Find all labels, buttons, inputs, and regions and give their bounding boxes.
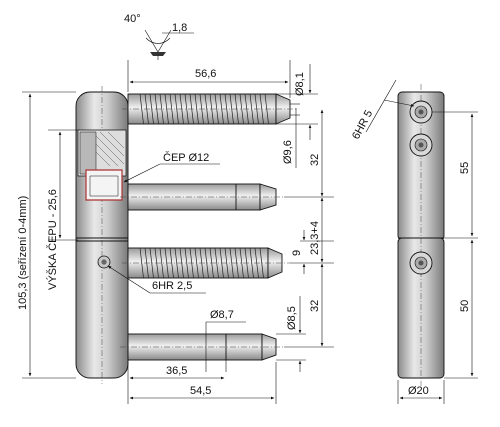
hinge-front-view <box>397 84 445 386</box>
dim-55-label: 55 <box>459 162 471 174</box>
hex-label-left: 6HR 2,5 <box>152 280 192 292</box>
thread-line <box>239 247 244 279</box>
thread-line <box>184 247 189 279</box>
thread-line <box>149 247 154 279</box>
length-54-label: 54,5 <box>190 385 211 397</box>
thread-line <box>184 93 189 125</box>
angle-label: 40° <box>124 13 141 25</box>
thread-line <box>204 93 209 125</box>
dim-height-pin-label: VÝŠKA ČEPU - 25,6 <box>46 189 59 290</box>
dia-lower-pin-label: Ø8,7 <box>210 309 234 321</box>
dimensions-left: 56,6 Ø8,1 Ø9,6 32 ČEP Ø12 9 23,3+4 Ø <box>17 60 334 404</box>
thread-line <box>174 93 179 125</box>
dia-upper-thread-label: Ø8,1 <box>294 72 306 96</box>
dim-32-upper-label: 32 <box>309 154 321 166</box>
thread-line <box>159 247 164 279</box>
screw-head-2 <box>409 133 433 157</box>
length-upper-pin-label: 56,6 <box>195 68 216 80</box>
thickness-label: 1,8 <box>172 22 187 34</box>
pin-label: ČEP Ø12 <box>163 151 209 164</box>
dim-32-lower-label: 32 <box>309 300 321 312</box>
dia-lower-thread-label: Ø8,5 <box>286 306 298 330</box>
thread-line <box>174 247 179 279</box>
dia-bearing-label: Ø9,6 <box>282 140 294 164</box>
screw-head-1 <box>409 100 433 124</box>
thread-line <box>229 247 234 279</box>
dim-total-height-label: 105,3 (seřízení 0-4mm) <box>17 196 29 310</box>
thread-line <box>159 93 164 125</box>
hinge-side-view <box>75 86 296 384</box>
thread-line <box>259 247 264 279</box>
thread-line <box>239 93 244 125</box>
thread-line <box>259 93 264 125</box>
screw-head-3 <box>409 251 433 275</box>
thread-line <box>229 93 234 125</box>
dim-9-label: 9 <box>291 250 303 256</box>
angle-detail: 40° 1,8 <box>124 13 194 60</box>
hex-label-right: 6HR 5 <box>350 108 375 141</box>
thread-line <box>214 93 219 125</box>
length-36-label: 36,5 <box>166 365 187 377</box>
dia-body-label: Ø20 <box>408 385 429 397</box>
dim-23-label: 23,3+4 <box>309 221 321 255</box>
dim-50-label: 50 <box>459 300 471 312</box>
thread-line <box>149 93 154 125</box>
thread-line <box>204 247 209 279</box>
thread-line <box>214 247 219 279</box>
